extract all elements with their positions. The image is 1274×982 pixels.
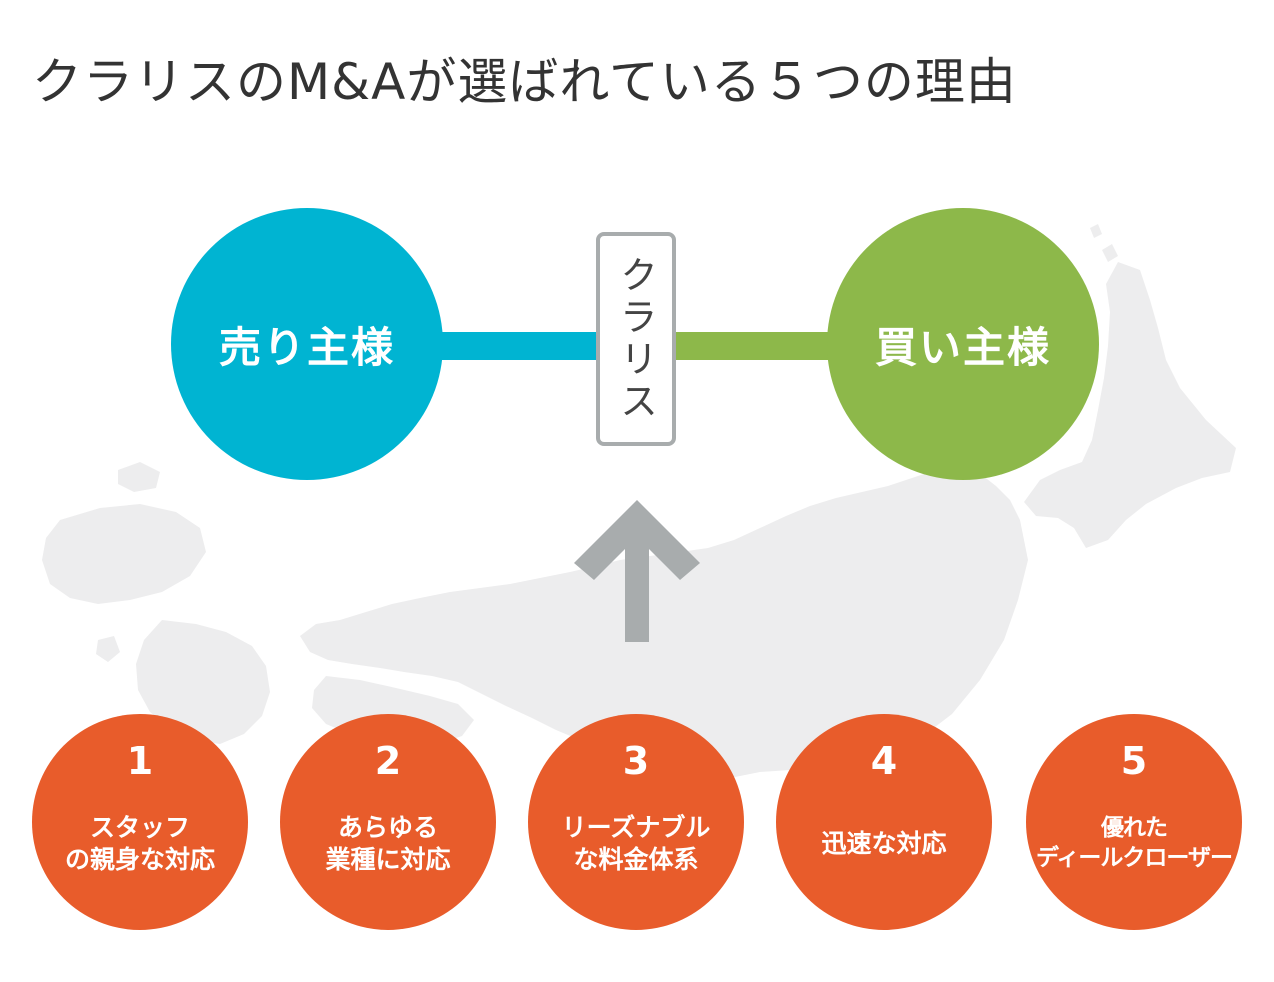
reason-number: 5 — [1120, 739, 1148, 783]
intermediary-box: クラリス — [596, 232, 676, 446]
reason-label: リーズナブル な料金体系 — [561, 812, 711, 875]
reason-number: 1 — [126, 739, 154, 783]
reason-label: 迅速な対応 — [821, 828, 947, 858]
reason-label: あらゆる 業種に対応 — [325, 812, 451, 875]
intermediary-label: クラリス — [613, 255, 658, 423]
buyer-circle: 買い主様 — [827, 208, 1099, 480]
seller-label: 売り主様 — [218, 322, 395, 372]
reason-number: 2 — [374, 739, 402, 783]
reason-circle-4: 4 迅速な対応 — [776, 714, 992, 930]
buyer-connector-line — [676, 332, 846, 360]
map-honshu — [300, 466, 1028, 784]
seller-connector-line — [420, 332, 600, 360]
map-hokkaido — [1024, 262, 1236, 548]
reason-number: 3 — [622, 739, 650, 783]
reason-circle-2: 2 あらゆる 業種に対応 — [280, 714, 496, 930]
seller-circle: 売り主様 — [171, 208, 443, 480]
page-title: クラリスのM&Aが選ばれている５つの理由 — [32, 53, 1017, 111]
map-korea — [42, 504, 206, 604]
buyer-label: 買い主様 — [874, 322, 1051, 372]
up-arrow-icon — [574, 500, 700, 642]
reason-number: 4 — [870, 739, 898, 783]
reason-circle-5: 5 優れた ディールクローザー — [1026, 714, 1242, 930]
reason-circle-3: 3 リーズナブル な料金体系 — [528, 714, 744, 930]
map-kyushu — [136, 620, 270, 744]
reason-circle-1: 1 スタッフ の親身な対応 — [32, 714, 248, 930]
reason-label: 優れた ディールクローザー — [1036, 815, 1233, 871]
reason-label: スタッフ の親身な対応 — [64, 812, 215, 875]
